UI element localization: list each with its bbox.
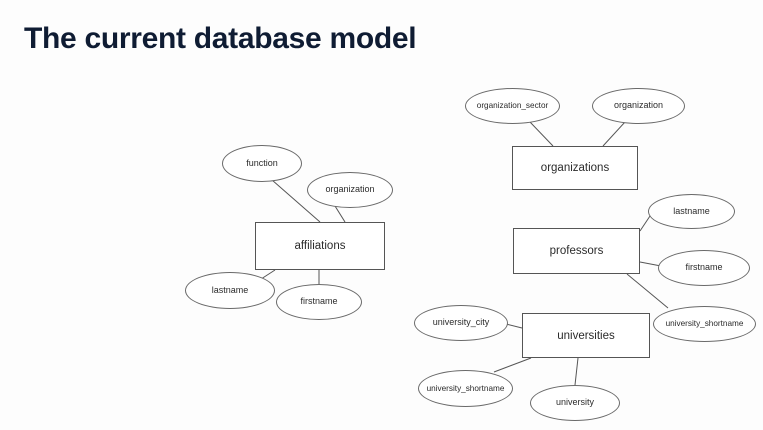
er-attribute-aff-lastname: lastname — [185, 272, 275, 309]
er-edge — [529, 121, 554, 147]
er-attribute-org-organization: organization — [592, 88, 685, 124]
er-attribute-aff-organization: organization — [307, 172, 393, 208]
er-edge — [639, 215, 651, 232]
er-edge — [334, 205, 346, 223]
er-entity-professors: professors — [513, 228, 640, 274]
er-edge — [505, 323, 523, 329]
er-attribute-uni-university: university — [530, 385, 620, 421]
er-edge — [493, 357, 532, 373]
er-entity-affiliations: affiliations — [255, 222, 385, 270]
er-attribute-prof-uni-short: university_shortname — [653, 306, 756, 342]
er-attribute-uni-shortname: university_shortname — [418, 370, 513, 407]
er-attribute-uni-city: university_city — [414, 305, 508, 341]
page-title: The current database model — [24, 22, 417, 55]
er-attribute-prof-lastname: lastname — [648, 194, 735, 229]
er-entity-organizations: organizations — [512, 146, 638, 190]
er-entity-universities: universities — [522, 313, 650, 358]
er-attribute-prof-firstname: firstname — [658, 250, 750, 286]
er-edge — [602, 121, 626, 147]
er-attribute-aff-firstname: firstname — [276, 284, 362, 320]
er-edge — [574, 357, 579, 386]
er-edge — [626, 273, 669, 309]
er-attribute-org-sector: organization_sector — [465, 88, 560, 124]
er-attribute-aff-function: function — [222, 145, 302, 182]
